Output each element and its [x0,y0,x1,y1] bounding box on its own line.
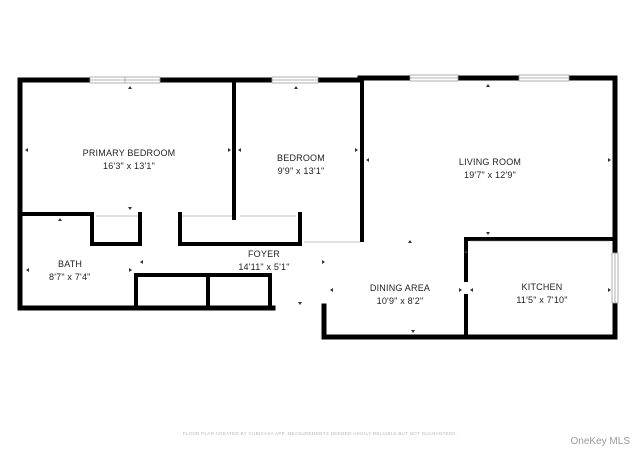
room-dimensions: 9'9" x 13'1" [277,166,325,176]
windows [89,74,619,304]
room-name: LIVING ROOM [458,157,522,167]
room-bath: BATH 8'7" x 7'4" [36,258,116,284]
room-kitchen: KITCHEN 11'5" x 7'10" [494,281,590,307]
room-foyer: FOYER 14'11" x 5'1" [216,248,312,274]
room-primary-bedroom: PRIMARY BEDROOM 16'3" x 13'1" [74,147,184,173]
room-name: KITCHEN [521,282,563,292]
disclaimer-note: FLOOR PLAN CREATED BY CUBICASA APP. MEAS… [182,431,458,436]
room-dimensions: 19'7" x 12'9" [464,170,516,180]
room-dimensions: 11'5" x 7'10" [516,295,568,305]
room-name: FOYER [247,249,280,259]
room-dining-area: DINING AREA 10'9" x 8'2" [350,282,450,308]
room-dimensions: 14'11" x 5'1" [238,262,290,272]
door-markers [96,215,610,243]
room-living-room: LIVING ROOM 19'7" x 12'9" [440,156,540,182]
room-dimensions: 10'9" x 8'2" [376,296,424,306]
room-name: PRIMARY BEDROOM [82,148,176,158]
room-dimensions: 8'7" x 7'4" [49,272,91,282]
onekey-mls-watermark: OneKey MLS [570,436,630,447]
dimension-ticks [25,84,611,333]
room-dimensions: 16'3" x 13'1" [103,161,155,171]
room-name: BATH [58,259,83,269]
interior-walls [20,80,617,339]
room-bedroom: BEDROOM 9'9" x 13'1" [256,152,346,178]
room-name: DINING AREA [369,283,431,293]
room-name: BEDROOM [277,153,325,163]
